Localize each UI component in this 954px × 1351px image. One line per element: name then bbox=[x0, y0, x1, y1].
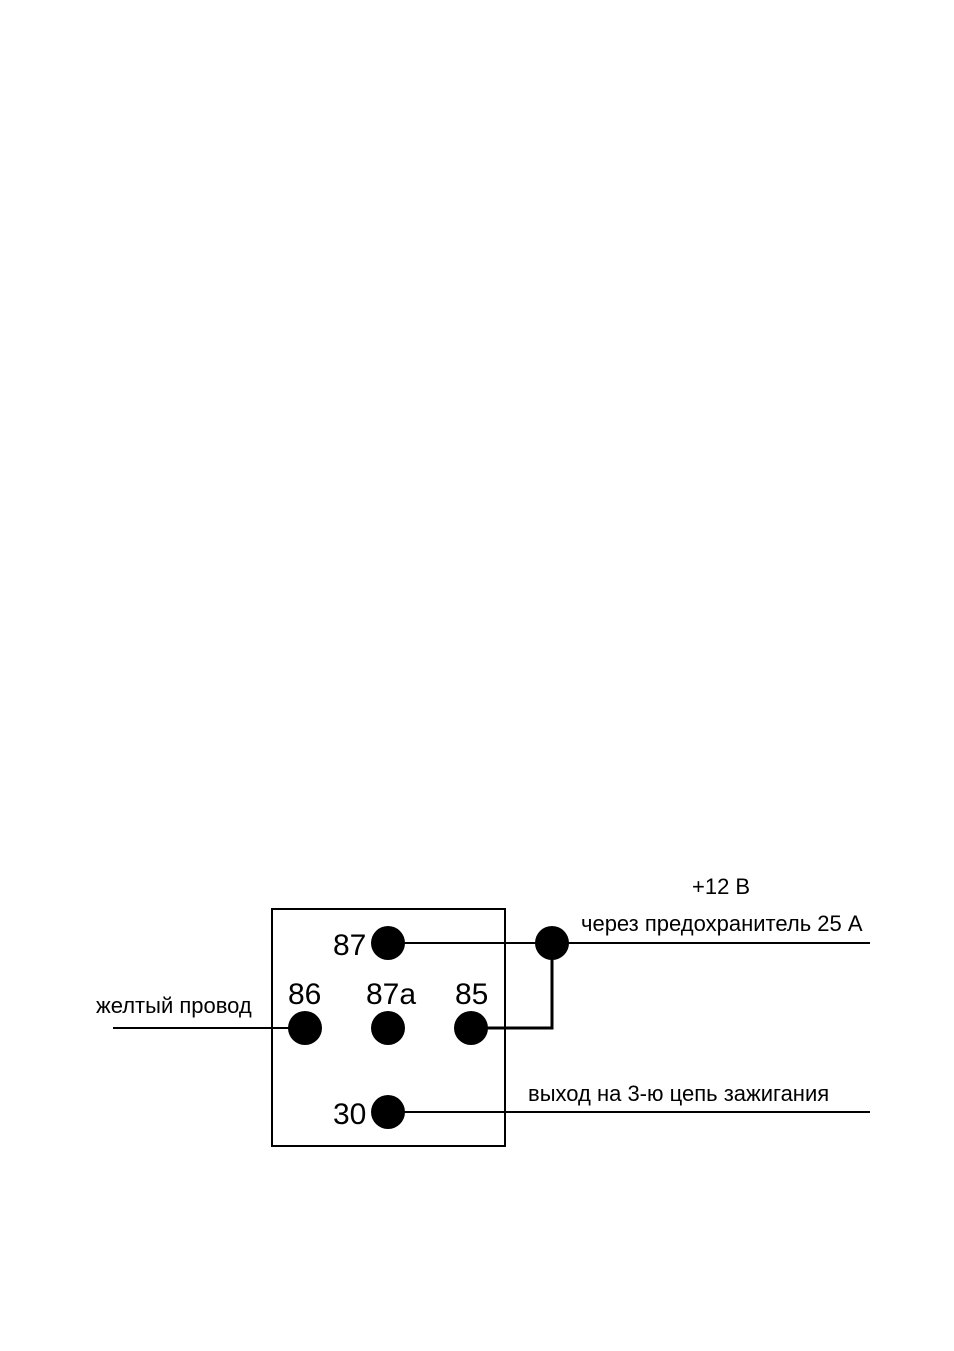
pin-label-87: 87 bbox=[333, 929, 366, 962]
label-yellow-wire: желтый провод bbox=[96, 993, 252, 1018]
terminal-85 bbox=[454, 1011, 488, 1045]
pin-label-85: 85 bbox=[455, 978, 488, 1011]
pin-label-87a: 87a bbox=[366, 978, 416, 1011]
pin-label-30: 30 bbox=[333, 1098, 366, 1131]
label-ignition-output: выход на 3-ю цепь зажигания bbox=[528, 1081, 829, 1106]
terminal-30 bbox=[371, 1095, 405, 1129]
label-plus-12v: +12 В bbox=[692, 874, 750, 899]
terminal-87a bbox=[371, 1011, 405, 1045]
label-fuse: через предохранитель 25 А bbox=[581, 911, 863, 936]
terminal-86 bbox=[288, 1011, 322, 1045]
junction-node bbox=[535, 926, 569, 960]
terminal-87 bbox=[371, 926, 405, 960]
pin-label-86: 86 bbox=[288, 978, 321, 1011]
